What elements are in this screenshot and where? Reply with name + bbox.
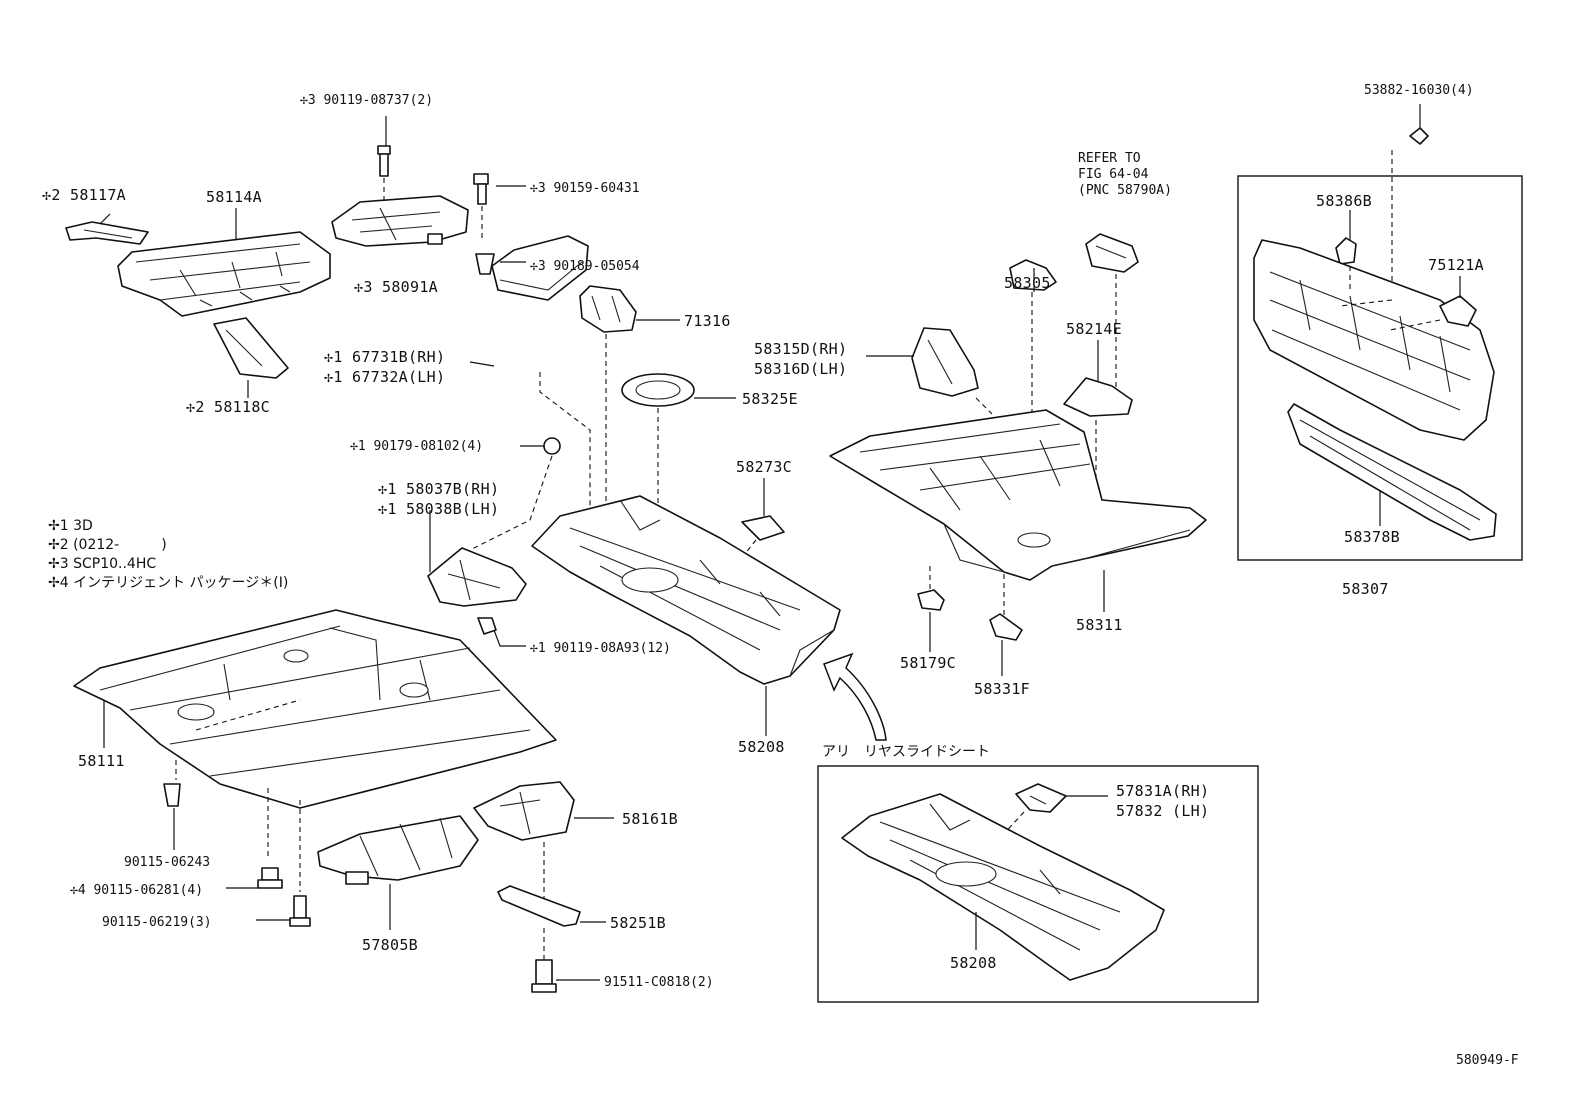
label-58091a: ✢3 58091A bbox=[354, 278, 438, 296]
label-71316: 71316 bbox=[684, 312, 731, 330]
label-90115-06243: 90115-06243 bbox=[124, 855, 210, 870]
label-58114a: 58114A bbox=[206, 188, 262, 206]
bolt-91511-c0818 bbox=[531, 959, 557, 993]
part-57831a bbox=[999, 783, 1067, 839]
part-58386b bbox=[1335, 237, 1357, 265]
label-57831a: 57831A(RH) bbox=[1116, 782, 1209, 800]
part-58378b bbox=[1287, 403, 1497, 541]
label-58037b: ✢1 58037B(RH) bbox=[378, 480, 499, 498]
bolt-90115-06281 bbox=[257, 867, 283, 889]
part-57805b bbox=[317, 815, 479, 885]
label-58331f: 58331F bbox=[974, 680, 1030, 698]
part-58315d bbox=[911, 327, 993, 415]
label-90115-06281: ✢4 90115-06281(4) bbox=[70, 883, 203, 898]
part-58331f bbox=[989, 613, 1023, 641]
label-58311: 58311 bbox=[1076, 616, 1123, 634]
label-58307: 58307 bbox=[1342, 580, 1389, 598]
label-58111: 58111 bbox=[78, 752, 125, 770]
option-notes: ✢1 3D ✢2 (0212- ) ✢3 SCP10..4HC ✢4 インテリジ… bbox=[48, 518, 288, 591]
bolt-90115-06219 bbox=[289, 895, 311, 927]
part-58251b bbox=[497, 885, 581, 960]
label-58208-alt: 58208 bbox=[950, 954, 997, 972]
direction-arrow bbox=[823, 652, 887, 741]
label-58273c: 58273C bbox=[736, 458, 792, 476]
part-58386b-panel bbox=[1253, 239, 1495, 441]
note-3: ✢3 SCP10..4HC bbox=[48, 556, 156, 572]
refer-line-3: (PNC 58790A) bbox=[1078, 183, 1172, 198]
part-67731b bbox=[491, 235, 591, 510]
leader-lines bbox=[99, 104, 1461, 981]
label-90189-05054: ✢3 90189-05054 bbox=[530, 259, 640, 274]
part-58208-alt bbox=[841, 793, 1165, 981]
part-58208 bbox=[531, 495, 841, 685]
label-58038b: ✢1 58038B(LH) bbox=[378, 500, 499, 518]
label-75121a: 75121A bbox=[1428, 256, 1484, 274]
label-58315d: 58315D(RH) bbox=[754, 340, 847, 358]
label-57832: 57832 (LH) bbox=[1116, 802, 1209, 820]
label-90159-60431: ✢3 90159-60431 bbox=[530, 181, 640, 196]
bolt-90119-08a93 bbox=[477, 617, 497, 635]
label-57805b: 57805B bbox=[362, 936, 418, 954]
label-58386b: 58386B bbox=[1316, 192, 1372, 210]
label-58305: 58305 bbox=[1004, 274, 1051, 292]
label-58117a: ✢2 58117A bbox=[42, 186, 126, 204]
label-58118c: ✢2 58118C bbox=[186, 398, 270, 416]
note-1: ✢1 3D bbox=[48, 518, 93, 534]
part-58325e bbox=[621, 373, 695, 560]
part-75121a bbox=[1389, 295, 1477, 331]
callout-labels: ✢2 58117A 58114A ✢2 58118C ✢3 90119-0873… bbox=[42, 83, 1484, 990]
option-title: アリ リヤスライドシート bbox=[822, 744, 990, 760]
label-58378b: 58378B bbox=[1344, 528, 1400, 546]
label-58161b: 58161B bbox=[622, 810, 678, 828]
label-58179c: 58179C bbox=[900, 654, 956, 672]
label-67731b: ✢1 67731B(RH) bbox=[324, 348, 445, 366]
part-58790a-ref bbox=[1085, 233, 1139, 396]
diagram-id: 580949-F bbox=[1456, 1053, 1519, 1068]
note-4: ✢4 インテリジェント パッケージ＊(I) bbox=[48, 575, 288, 591]
option-box bbox=[817, 765, 1259, 1003]
refer-line-1: REFER TO bbox=[1078, 151, 1141, 166]
refer-note: REFER TO FIG 64-04 (PNC 58790A) bbox=[1078, 151, 1172, 198]
stud-90115-06243 bbox=[163, 783, 181, 807]
label-58214e: 58214E bbox=[1066, 320, 1122, 338]
part-58111 bbox=[73, 609, 557, 892]
label-58251b: 58251B bbox=[610, 914, 666, 932]
label-67732a: ✢1 67732A(LH) bbox=[324, 368, 445, 386]
kit-58307-box bbox=[1237, 175, 1523, 561]
label-91511-c0818: 91511-C0818(2) bbox=[604, 975, 714, 990]
label-58208: 58208 bbox=[738, 738, 785, 756]
label-90119-08737: ✢3 90119-08737(2) bbox=[300, 93, 433, 108]
bolt-90159-60431 bbox=[473, 173, 489, 240]
label-53882-16030: 53882-16030(4) bbox=[1364, 83, 1474, 98]
part-71316 bbox=[579, 285, 637, 548]
part-58117a bbox=[65, 221, 149, 245]
part-58118c bbox=[213, 317, 289, 379]
label-90119-08a93: ✢1 90119-08A93(12) bbox=[530, 641, 671, 656]
part-53882-16030 bbox=[1391, 127, 1429, 300]
refer-line-2: FIG 64-04 bbox=[1078, 167, 1149, 182]
part-58179c bbox=[917, 589, 945, 611]
nut-90179-08102 bbox=[469, 437, 561, 551]
part-58114a bbox=[117, 231, 331, 317]
label-90115-06219: 90115-06219(3) bbox=[102, 915, 212, 930]
note-2: ✢2 (0212- ) bbox=[48, 537, 167, 553]
part-58091a bbox=[331, 195, 469, 247]
label-90179-08102: ✢1 90179-08102(4) bbox=[350, 439, 483, 454]
part-58037b bbox=[427, 547, 527, 607]
label-58325e: 58325E bbox=[742, 390, 798, 408]
part-58311 bbox=[829, 409, 1207, 622]
label-58316d: 58316D(LH) bbox=[754, 360, 847, 378]
part-58161b bbox=[473, 781, 575, 906]
clip-90189-05054 bbox=[475, 253, 495, 275]
